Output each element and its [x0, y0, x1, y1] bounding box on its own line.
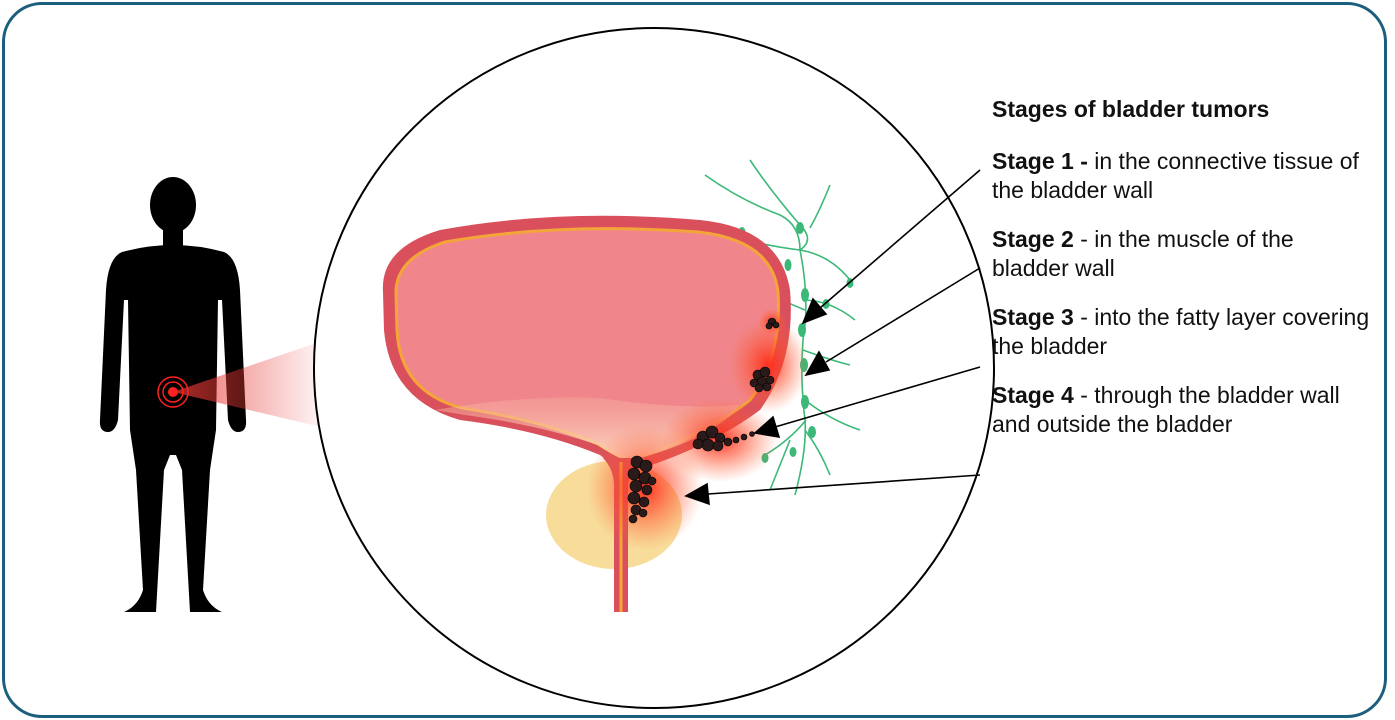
- target-marker-icon: [158, 377, 188, 407]
- stage-2-label: Stage 2: [992, 226, 1074, 252]
- stage-3-label: Stage 3: [992, 304, 1074, 330]
- stage-1-text: Stage 1 - in the connective tissue of th…: [992, 147, 1372, 205]
- stage-2-text: Stage 2 - in the muscle of the bladder w…: [992, 225, 1372, 283]
- legend-title: Stages of bladder tumors: [992, 95, 1372, 124]
- stage-4-text: Stage 4 - through the bladder wall and o…: [992, 381, 1372, 439]
- stage-1-label: Stage 1 -: [992, 148, 1088, 174]
- stage-3-text: Stage 3 - into the fatty layer covering …: [992, 303, 1372, 361]
- stages-legend: Stages of bladder tumors Stage 1 - in th…: [992, 95, 1372, 459]
- stage-4-label: Stage 4: [992, 382, 1074, 408]
